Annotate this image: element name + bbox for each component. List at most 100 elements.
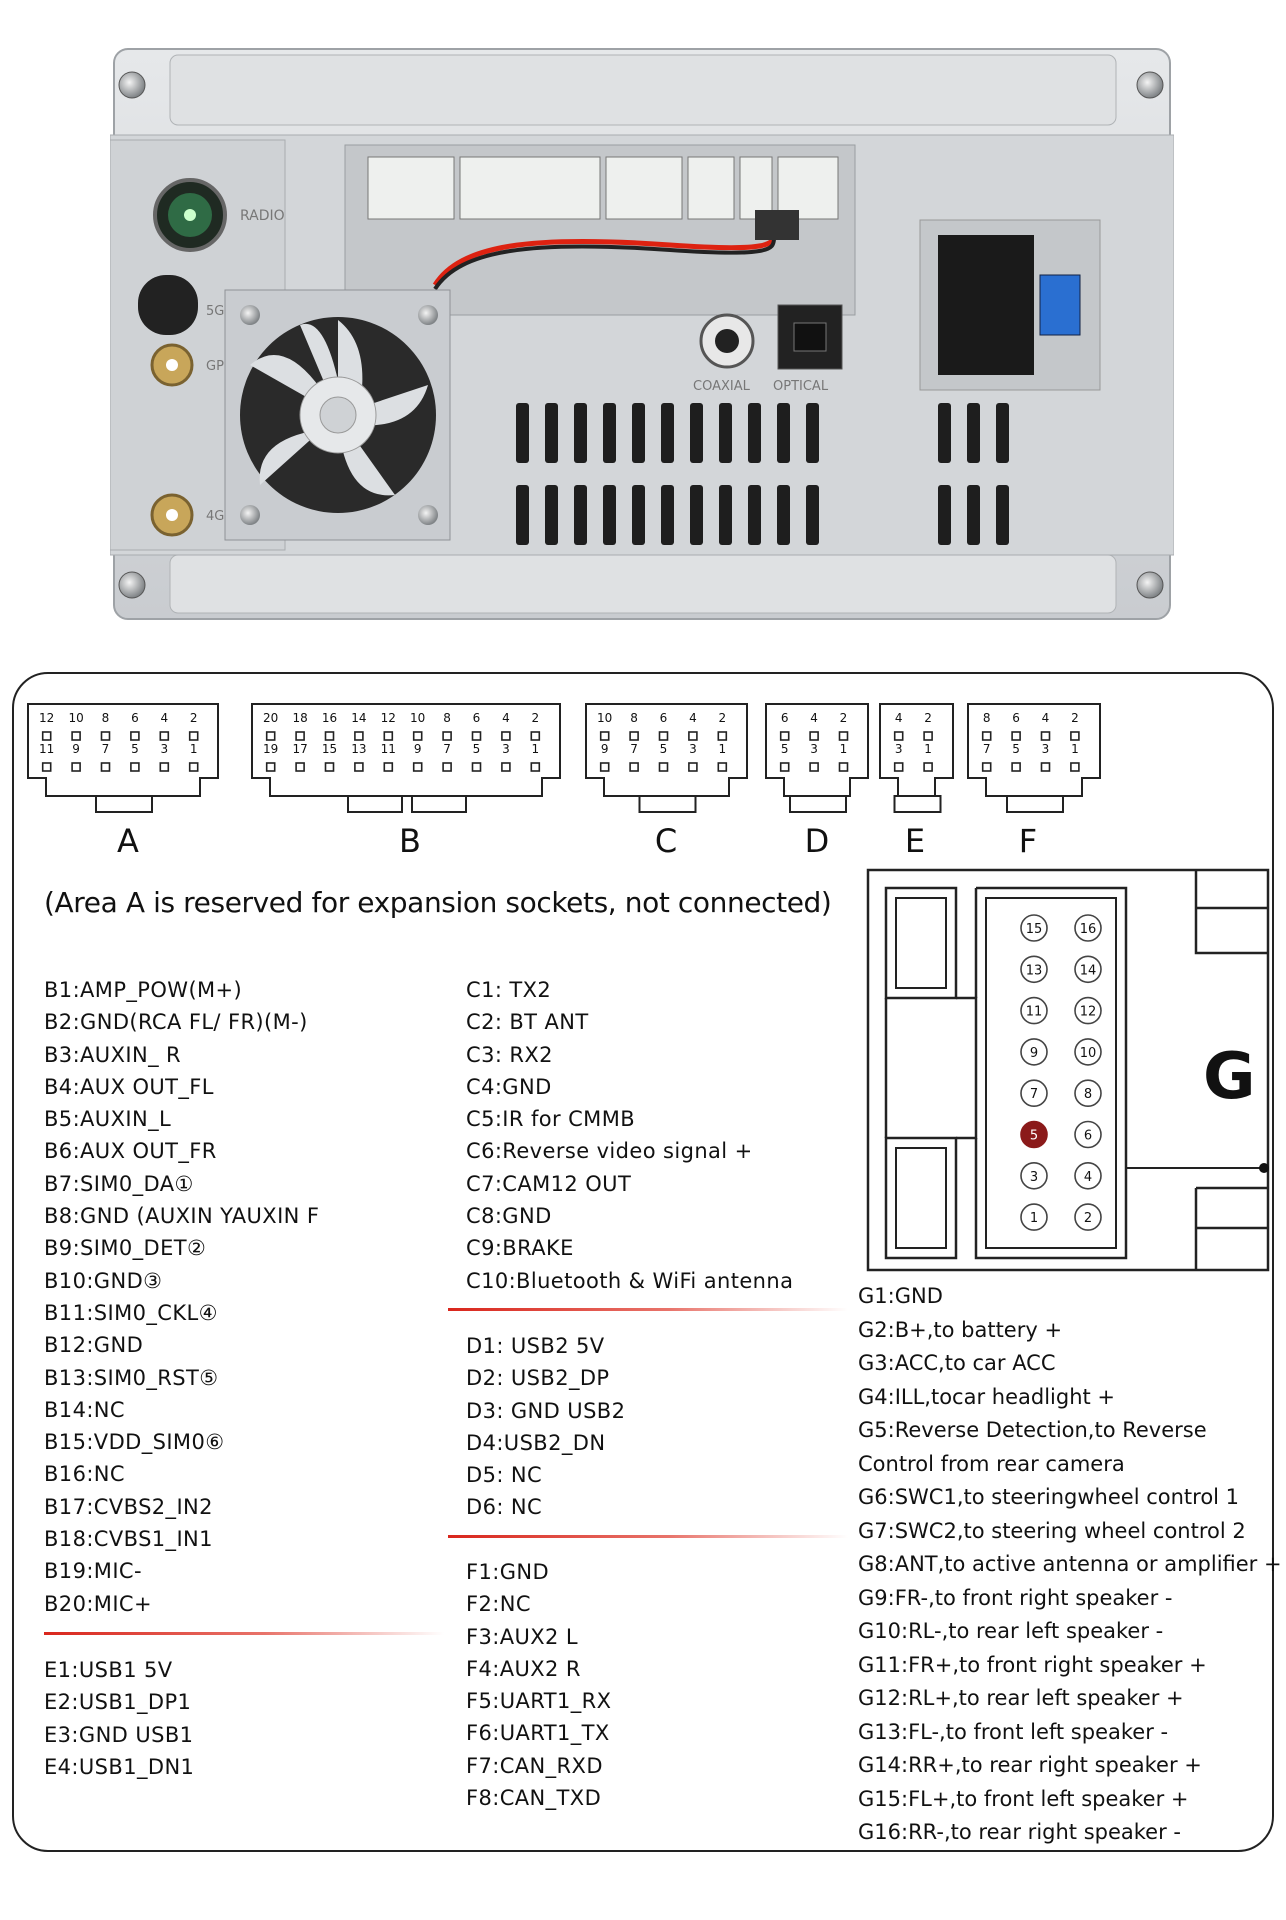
- g-pin: [1020, 1203, 1048, 1231]
- connector-a-label: A: [117, 822, 139, 860]
- pin-number: 5: [131, 742, 139, 756]
- pin-number: 6: [131, 711, 139, 725]
- pin-number: 10: [68, 711, 83, 725]
- vent-slot: [632, 485, 645, 545]
- pin-number: 8: [983, 711, 991, 725]
- connector-b-label: B: [399, 822, 421, 860]
- pin-description: D2: USB2_DP: [466, 1366, 610, 1391]
- vent-slot: [748, 485, 761, 545]
- pin-description: B3:AUXIN_ R: [44, 1042, 182, 1067]
- pin-slot: [658, 731, 669, 741]
- pin-slot: [923, 731, 933, 741]
- iso-harness-socket: [938, 235, 1034, 375]
- connector-latch: [893, 795, 942, 813]
- g-pin-number: 14: [1080, 963, 1097, 978]
- pin-number: 4: [1042, 711, 1050, 725]
- pin-number: 3: [502, 742, 510, 756]
- g-pin-number: 10: [1080, 1046, 1097, 1061]
- pin-slot: [1040, 762, 1051, 772]
- pin-slot: [838, 731, 849, 741]
- pin-description: B1:AMP_POW(M+): [44, 978, 243, 1002]
- pin-description: E4:USB1_DN1: [44, 1754, 195, 1779]
- pin-slot: [71, 731, 81, 741]
- pin-slot: [159, 731, 170, 741]
- pin-number: 8: [630, 711, 638, 725]
- pin-description: D5: NC: [466, 1463, 543, 1488]
- pin-slot: [599, 762, 610, 772]
- pin-slot: [41, 731, 52, 741]
- pin-number: 18: [292, 711, 307, 725]
- pin-number: 13: [351, 742, 366, 756]
- pin-slot: [324, 762, 335, 772]
- pin-number: 9: [414, 742, 422, 756]
- pin-description: G1:GND: [858, 1284, 943, 1308]
- pin-number: 2: [1071, 711, 1079, 725]
- pin-slot: [1011, 731, 1021, 741]
- g-pin: [1074, 1038, 1102, 1066]
- pin-number: 11: [39, 742, 54, 756]
- pin-number: 6: [473, 711, 481, 725]
- connector-g-label: G: [1203, 1040, 1256, 1114]
- pin-description: D4:USB2_DN: [466, 1430, 606, 1455]
- g-pin-number: 4: [1084, 1170, 1092, 1185]
- pin-slot: [1070, 731, 1080, 741]
- screw: [1136, 71, 1164, 99]
- pin-description: G8:ANT,to active antenna or amplifier +: [858, 1552, 1282, 1576]
- divider-df: [448, 1535, 848, 1538]
- pin-slot: [688, 731, 698, 741]
- pin-slot: [530, 762, 541, 772]
- vent-slot: [603, 403, 616, 463]
- vent-slot: [996, 485, 1009, 545]
- pin-description: B19:MIC-: [44, 1559, 142, 1584]
- pin-description: B5:AUXIN_L: [44, 1107, 172, 1132]
- connector-e-label: E: [904, 822, 926, 860]
- pin-number: 14: [351, 711, 366, 725]
- pin-number: 3: [810, 742, 818, 756]
- pin-number: 12: [39, 711, 54, 725]
- pin-description: E2:USB1_DP1: [44, 1690, 192, 1715]
- pin-slot: [412, 762, 423, 772]
- pin-description: B20:MIC+: [44, 1591, 152, 1616]
- connector-latch: [95, 795, 153, 813]
- optical-port-label: OPTICAL: [773, 379, 829, 394]
- pin-slot: [412, 731, 423, 741]
- pin-description: B6:AUX OUT_FR: [44, 1139, 217, 1164]
- harness-socket-d: [687, 156, 735, 220]
- pin-description: C10:Bluetooth & WiFi antenna: [466, 1268, 794, 1293]
- g-pin: [1020, 1161, 1048, 1190]
- pin-number: 9: [72, 742, 80, 756]
- g-pin-number: 9: [1030, 1046, 1038, 1061]
- pin-number: 6: [1012, 711, 1020, 725]
- pin-description: B10:GND③: [44, 1268, 163, 1293]
- vent-slot: [661, 485, 674, 545]
- pin-number: 17: [292, 742, 307, 756]
- pin-slot: [779, 762, 790, 772]
- pin-number: 5: [1012, 742, 1020, 756]
- pin-slot: [629, 762, 639, 772]
- pin-slot: [383, 762, 394, 772]
- pin-slot: [295, 731, 305, 741]
- pin-number: 3: [895, 742, 903, 756]
- pin-number: 2: [840, 711, 848, 725]
- pin-slot: [471, 762, 482, 772]
- vent-slot: [690, 403, 703, 463]
- pin-description: G5:Reverse Detection,to Reverse: [858, 1418, 1207, 1442]
- g-pin-number: 2: [1084, 1211, 1092, 1226]
- pin-description: G13:FL-,to front left speaker -: [858, 1719, 1169, 1744]
- g-pin-number: 15: [1026, 922, 1043, 937]
- pin-number: 1: [531, 742, 539, 756]
- pin-description: B14:NC: [44, 1397, 125, 1422]
- g-pin: [1020, 1120, 1048, 1149]
- pin-description: C3: RX2: [466, 1042, 553, 1067]
- pin-description: B8:GND (AUXIN YAUXIN F: [44, 1204, 320, 1229]
- pin-number: 5: [660, 742, 668, 756]
- pin-number: 4: [810, 711, 818, 725]
- connector-c-label: C: [654, 822, 678, 860]
- pin-slot: [265, 762, 276, 772]
- pin-description: B18:CVBS1_IN1: [44, 1527, 213, 1552]
- pin-slot: [688, 762, 698, 772]
- pin-description: F1:GND: [466, 1560, 550, 1584]
